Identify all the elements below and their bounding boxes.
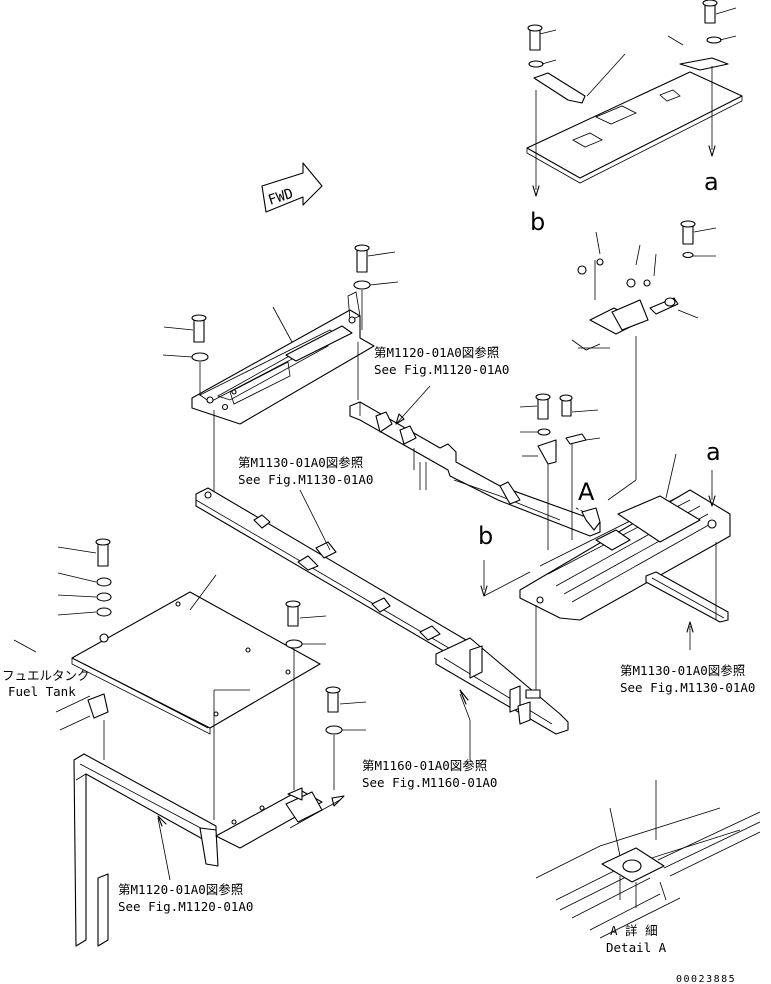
lower-left-bolts [57,538,367,820]
fuel-tank-jp: フュエルタンク [2,668,90,683]
fuel-tank-en: Fuel Tank [8,684,76,699]
latch-hardware [571,220,717,501]
ref-label-3-jp: 第M1130-01A0図参照 [620,663,745,678]
lower-beam [435,637,569,760]
left-plate-bolts [162,244,399,500]
left-frame [73,753,345,947]
top-cover-plate [526,53,743,184]
ref-label-3-en: See Fig.M1130-01A0 [620,680,755,695]
drawing-code: 00023885 [676,974,736,984]
marker-A: A [578,478,595,506]
upper-crossmember [349,385,601,537]
marker-a-mid: a [706,438,721,466]
view-arrow-A [581,507,601,531]
b-arrow [480,560,531,597]
lower-left-plate [71,574,321,735]
right-lower-rail [535,542,729,700]
left-floor-plate [191,291,375,425]
ref-label-4-en: See Fig.M1160-01A0 [362,775,497,790]
marker-a-top: a [704,168,719,196]
detail-a-en: Detail A [606,940,667,955]
detail-a-view [535,780,761,939]
ref-label-4-jp: 第M1160-01A0図参照 [362,758,487,773]
ref-label-1-en: See Fig.M1120-01A0 [374,362,509,377]
ref-label-5-en: See Fig.M1120-01A0 [118,899,253,914]
a-arrow [708,470,716,507]
marker-b-mid: b [478,522,493,550]
fwd-arrow: FWD [261,162,323,213]
top-bolts [527,0,737,68]
ref-leader-2 [299,489,331,551]
fwd-label: FWD [266,186,295,209]
top-drop-lines [532,66,716,197]
ref-label-1-jp: 第M1120-01A0図参照 [374,345,499,360]
ref-label-2-jp: 第M1130-01A0図参照 [238,455,363,470]
fuel-tank-outline [13,639,109,760]
detail-a-jp: A 詳 細 [610,923,658,938]
ref-label-5-jp: 第M1120-01A0図参照 [118,882,243,897]
ref-label-2-en: See Fig.M1130-01A0 [238,472,373,487]
marker-b-top: b [530,208,545,236]
center-brackets [519,393,601,550]
